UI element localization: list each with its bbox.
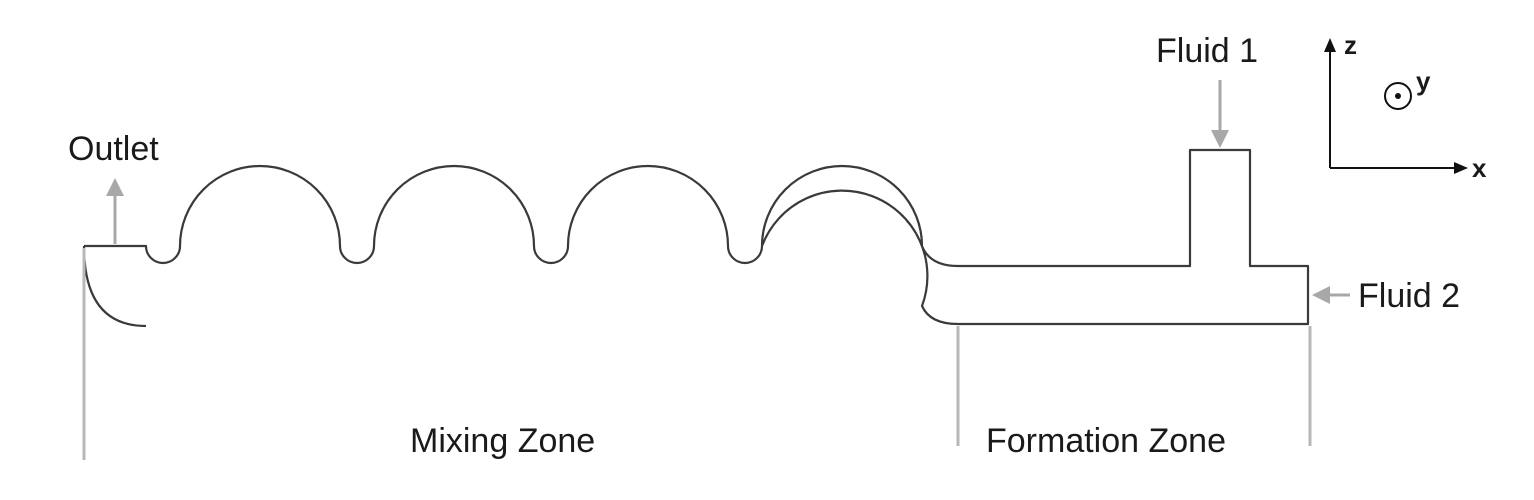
outlet-arrowhead [106, 178, 124, 196]
coordinate-axes: z x y [1324, 30, 1487, 183]
fluid1-arrowhead [1211, 130, 1229, 148]
outlet-label: Outlet [68, 130, 159, 168]
x-axis-label: x [1472, 153, 1487, 183]
z-axis-arrowhead [1324, 38, 1336, 52]
fluid1-label: Fluid 1 [1156, 32, 1258, 70]
formation-zone-label: Formation Zone [986, 422, 1226, 460]
z-axis-label: z [1344, 30, 1357, 60]
fluid2-label: Fluid 2 [1358, 277, 1460, 315]
y-axis-out-of-page-icon [1384, 82, 1412, 110]
channel-outline [82, 148, 1310, 328]
mixing-zone-label: Mixing Zone [410, 422, 595, 460]
fluid2-arrowhead [1312, 286, 1330, 304]
x-axis-arrowhead [1454, 162, 1468, 174]
y-axis-dot-icon [1395, 93, 1401, 99]
y-axis-label: y [1416, 66, 1431, 96]
